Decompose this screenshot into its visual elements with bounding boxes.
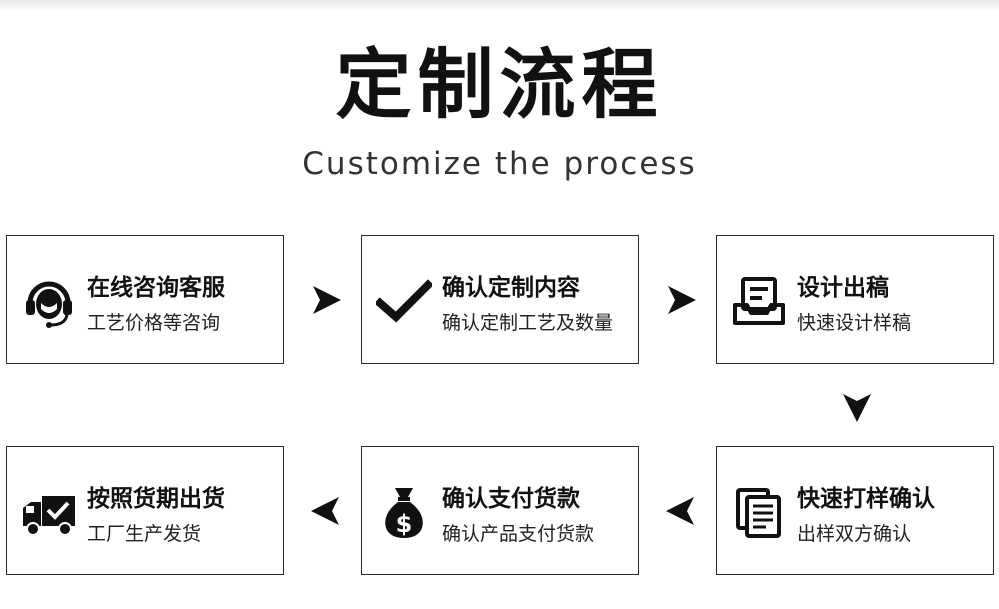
step-title: 确认定制内容 xyxy=(442,275,580,301)
arrow-left-icon xyxy=(664,494,698,528)
step-card-ship: 按照货期出货 工厂生产发货 xyxy=(6,446,284,575)
arrow-right-icon xyxy=(309,283,343,317)
step-card-design: 设计出稿 快速设计样稿 xyxy=(716,235,994,364)
step-title: 按照货期出货 xyxy=(87,486,225,512)
step-desc: 出样双方确认 xyxy=(797,523,912,545)
money-bag-icon: $ xyxy=(376,484,432,540)
arrow-left-icon xyxy=(309,494,343,528)
page-subtitle: Customize the process xyxy=(302,146,697,182)
step-card-consult: 在线咨询客服 工艺价格等咨询 xyxy=(6,235,284,364)
step-desc: 确认定制工艺及数量 xyxy=(442,312,614,334)
documents-icon xyxy=(731,484,787,540)
step-title: 在线咨询客服 xyxy=(87,275,225,301)
step-title: 确认支付货款 xyxy=(442,486,580,512)
step-title: 设计出稿 xyxy=(797,275,889,301)
step-desc: 工艺价格等咨询 xyxy=(87,312,221,334)
tray-document-icon xyxy=(731,273,787,329)
top-shadow xyxy=(0,0,999,12)
step-card-sample: 快速打样确认 出样双方确认 xyxy=(716,446,994,575)
step-title: 快速打样确认 xyxy=(797,486,935,512)
page-title: 定制流程 xyxy=(335,40,664,129)
step-desc: 工厂生产发货 xyxy=(87,523,202,545)
step-desc: 确认产品支付货款 xyxy=(442,523,595,545)
svg-text:$: $ xyxy=(396,510,413,538)
step-card-payment: $ 确认支付货款 确认产品支付货款 xyxy=(361,446,639,575)
checkmark-icon xyxy=(376,273,432,329)
delivery-truck-icon xyxy=(21,484,77,540)
headset-icon xyxy=(21,273,77,329)
arrow-down-icon xyxy=(840,390,874,424)
step-card-confirm-content: 确认定制内容 确认定制工艺及数量 xyxy=(361,235,639,364)
arrow-right-icon xyxy=(664,283,698,317)
step-desc: 快速设计样稿 xyxy=(797,312,912,334)
